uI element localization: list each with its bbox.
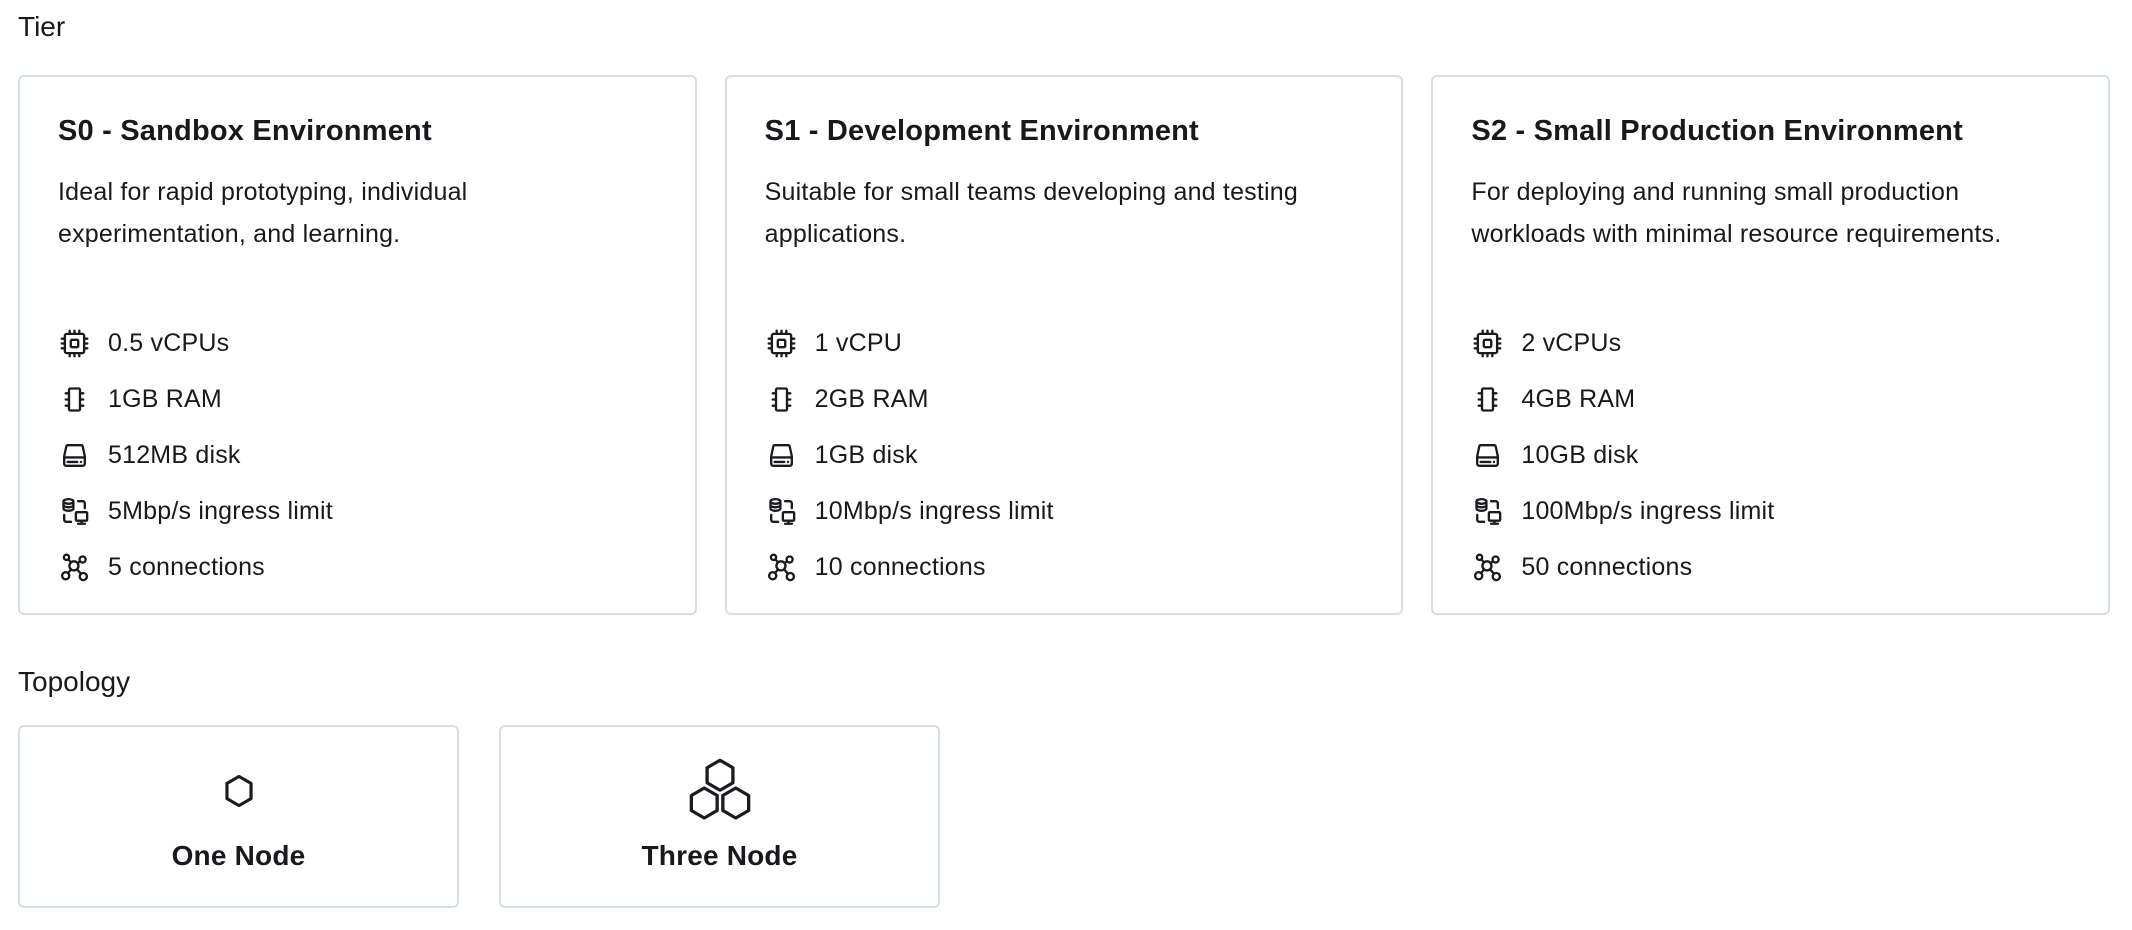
spec-label: 5 connections [108, 552, 265, 581]
spec-label: 2GB RAM [814, 384, 929, 413]
topology-card-label: Three Node [641, 840, 798, 871]
spec-row-ram: 4GB RAM [1471, 371, 2070, 427]
spec-label: 512MB disk [108, 440, 241, 469]
spec-row-cpu: 1 vCPU [765, 315, 1364, 371]
tier-spec-list: 0.5 vCPUs 1GB RAM 512MB disk 5Mbp/s ingr… [58, 315, 657, 595]
spec-row-cpu: 0.5 vCPUs [58, 315, 657, 371]
spec-label: 50 connections [1521, 552, 1693, 581]
tier-card-description: Ideal for rapid prototyping, individual … [58, 178, 468, 248]
spec-label: 4GB RAM [1521, 384, 1636, 413]
spec-label: 10Mbp/s ingress limit [814, 496, 1054, 525]
topology-card-one-node[interactable]: One Node [18, 725, 459, 908]
tier-card-description: Suitable for small teams developing and … [764, 178, 1298, 248]
spec-row-connections: 50 connections [1471, 539, 2070, 595]
tier-spec-list: 2 vCPUs 4GB RAM 10GB disk 100Mbp/s ingre… [1471, 315, 2070, 595]
spec-row-connections: 5 connections [58, 539, 657, 595]
spec-row-disk: 512MB disk [58, 427, 657, 483]
cpu-icon [1471, 327, 1504, 360]
spec-row-ram: 2GB RAM [765, 371, 1364, 427]
spec-label: 5Mbp/s ingress limit [108, 496, 333, 525]
spec-label: 100Mbp/s ingress limit [1521, 496, 1775, 525]
disk-icon [765, 439, 798, 472]
ram-icon [1471, 383, 1504, 416]
topology-card-group: One Node Three Node [18, 725, 2110, 908]
tier-spec-list: 1 vCPU 2GB RAM 1GB disk 10Mbp/s ingress … [765, 315, 1364, 595]
disk-icon [1471, 439, 1504, 472]
spec-label: 0.5 vCPUs [108, 328, 230, 357]
spec-row-ingress: 10Mbp/s ingress limit [765, 483, 1364, 539]
connections-icon [765, 551, 798, 584]
tier-card-s0[interactable]: S0 - Sandbox Environment Ideal for rapid… [18, 75, 697, 615]
disk-icon [58, 439, 91, 472]
connections-icon [1471, 551, 1504, 584]
tier-card-group: S0 - Sandbox Environment Ideal for rapid… [18, 75, 2111, 615]
tier-card-s1[interactable]: S1 - Development Environment Suitable fo… [724, 75, 1404, 615]
topology-card-label: One Node [171, 840, 306, 871]
spec-row-ingress: 100Mbp/s ingress limit [1471, 483, 2070, 539]
connections-icon [58, 551, 91, 584]
tier-card-title: S0 - Sandbox Environment [58, 115, 432, 147]
spec-label: 2 vCPUs [1521, 328, 1622, 357]
cpu-icon [58, 327, 91, 360]
tier-card-title: S2 - Small Production Environment [1471, 115, 1963, 147]
provision-form: Tier S0 - Sandbox Environment Ideal for … [18, 11, 2111, 908]
spec-row-ingress: 5Mbp/s ingress limit [58, 483, 657, 539]
ingress-icon [765, 495, 798, 528]
one-node-icon [220, 753, 258, 829]
tier-card-description: For deploying and running small producti… [1471, 178, 2002, 248]
spec-row-disk: 1GB disk [765, 427, 1364, 483]
spec-label: 1GB RAM [108, 384, 222, 413]
topology-card-three-node[interactable]: Three Node [499, 725, 940, 908]
tier-card-title: S1 - Development Environment [764, 115, 1199, 147]
ingress-icon [1471, 495, 1504, 528]
spec-row-connections: 10 connections [765, 539, 1364, 595]
ram-icon [58, 383, 91, 416]
spec-row-disk: 10GB disk [1471, 427, 2070, 483]
spec-row-cpu: 2 vCPUs [1471, 315, 2070, 371]
topology-section-label: Topology [18, 666, 131, 697]
spec-label: 1GB disk [814, 440, 918, 469]
ingress-icon [58, 495, 91, 528]
spec-row-ram: 1GB RAM [58, 371, 657, 427]
tier-section-label: Tier [18, 11, 66, 42]
cpu-icon [765, 327, 798, 360]
spec-label: 1 vCPU [814, 328, 903, 357]
spec-label: 10 connections [814, 552, 986, 581]
spec-label: 10GB disk [1521, 440, 1639, 469]
tier-card-s2[interactable]: S2 - Small Production Environment For de… [1431, 75, 2111, 615]
ram-icon [765, 383, 798, 416]
three-node-icon [687, 753, 753, 829]
